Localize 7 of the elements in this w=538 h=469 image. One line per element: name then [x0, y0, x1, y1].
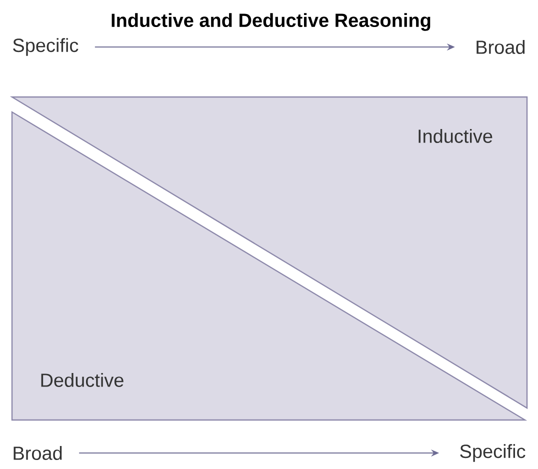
node-label: Deductive [41, 373, 124, 387]
axis-label: Broad [14, 446, 62, 460]
axis-label: Broad [476, 40, 525, 54]
title: Inductive and Deductive Reasoning [112, 13, 430, 31]
axis-label: Specific [13, 38, 78, 56]
axis-label: Specific [460, 444, 526, 462]
node-label: Inductive [418, 129, 492, 143]
